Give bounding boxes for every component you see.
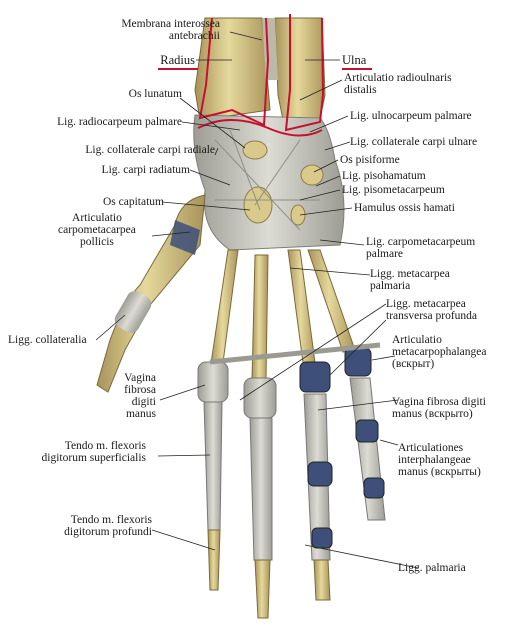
little-finger bbox=[307, 249, 386, 521]
index-finger bbox=[197, 249, 239, 591]
label-radius: Radius bbox=[160, 53, 195, 67]
label-ligg-metacarpea-palmaria: Ligg. metacarpea palmaria bbox=[370, 268, 450, 292]
label-lig-pisometacarpeum: Lig. pisometacarpeum bbox=[342, 184, 445, 196]
ulna-underline bbox=[342, 68, 372, 70]
label-ulna: Ulna bbox=[342, 53, 367, 67]
leader-lines bbox=[95, 31, 419, 569]
ring-finger bbox=[287, 249, 333, 601]
label-tendo-profundi: Tendo m. flexoris digitorum profundi bbox=[64, 514, 152, 538]
radius-bone bbox=[194, 17, 271, 121]
label-vagina-fibrosa: Vagina fibrosa digiti manus bbox=[124, 372, 156, 420]
label-articulatio-mcp: Articulatio metacarpophalangea (вскрыт) bbox=[392, 334, 487, 370]
label-ligg-metacarpea-transversa: Ligg. metacarpea transversa profunda bbox=[386, 298, 478, 322]
label-articulationes-interphalangeae: Articulationes interphalangeae manus (вс… bbox=[398, 442, 481, 478]
label-vagina-fibrosa-opened: Vagina fibrosa digiti manus (вскрыто) bbox=[392, 396, 486, 420]
carpus bbox=[193, 114, 345, 251]
label-os-pisiforme: Os pisiforme bbox=[340, 154, 400, 166]
highlight-outline bbox=[197, 14, 325, 137]
label-os-capitatum: Os capitatum bbox=[103, 196, 164, 208]
thumb bbox=[96, 194, 206, 393]
label-hamulus-ossis-hamati: Hamulus ossis hamati bbox=[354, 202, 455, 214]
label-ligg-palmaria: Ligg. palmaria bbox=[398, 562, 466, 574]
transverse-ligament-band bbox=[209, 342, 381, 365]
radius-underline bbox=[158, 68, 198, 70]
label-os-lunatum: Os lunatum bbox=[128, 88, 182, 100]
label-articulatio-cmc-pollicis: Articulatio carpometacarpea pollicis bbox=[58, 212, 136, 248]
middle-finger bbox=[243, 254, 277, 619]
label-tendo-superficialis: Tendo m. flexoris digitorum superficiali… bbox=[41, 440, 146, 464]
label-lig-pisohamatum: Lig. pisohamatum bbox=[342, 170, 426, 182]
ulna-bone bbox=[274, 17, 326, 131]
label-membrana-interossea: Membrana interossea antebrachii bbox=[121, 18, 220, 42]
label-ligg-collateralia: Ligg. collateralia bbox=[8, 334, 87, 346]
label-lig-carpi-radiatum: Lig. carpi radiatum bbox=[101, 164, 190, 176]
label-lig-collaterale-radiale: Lig. collaterale carpi radiale bbox=[85, 144, 215, 156]
label-articulatio-radioulnaris: Articulatio radioulnaris distalis bbox=[344, 72, 452, 96]
label-lig-collaterale-ulnare: Lig. collaterale carpi ulnare bbox=[350, 136, 478, 148]
label-lig-carpometacarpeum: Lig. carpometacarpeum palmare bbox=[366, 236, 476, 260]
label-lig-radiocarpeum: Lig. radiocarpeum palmare bbox=[57, 116, 182, 128]
label-lig-ulnocarpeum: Lig. ulnocarpeum palmare bbox=[350, 110, 472, 122]
